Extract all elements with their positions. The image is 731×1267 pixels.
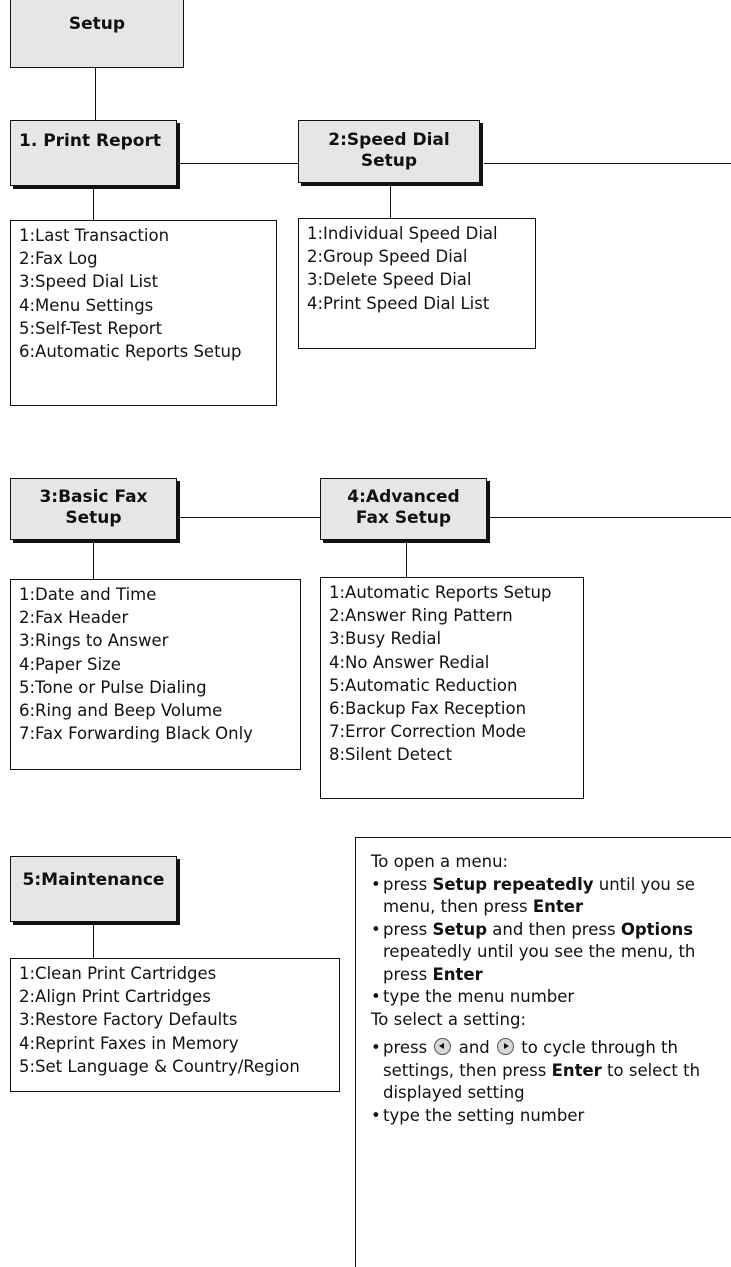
connector bbox=[390, 186, 391, 218]
text: and then press bbox=[487, 919, 621, 939]
menu-item: 2:Group Speed Dial bbox=[307, 247, 468, 267]
menu-header-basic-fax-setup: 3:Basic Fax Setup bbox=[10, 478, 177, 540]
connector bbox=[95, 68, 96, 120]
setup-box: Setup bbox=[10, 0, 184, 68]
instruction-continuation: displayed setting bbox=[383, 1083, 525, 1102]
instruction-bullet: •type the setting number bbox=[371, 1105, 731, 1128]
menu-title-line1: 2:Speed Dial bbox=[328, 130, 450, 150]
text: until you se bbox=[593, 874, 695, 894]
menu-header-advanced-fax-setup: 4:Advanced Fax Setup bbox=[320, 478, 487, 540]
menu-item: 6:Backup Fax Reception bbox=[329, 699, 527, 719]
instruction-continuation: settings, then press Enter to select th bbox=[371, 1060, 731, 1083]
menu-item: 4:Print Speed Dial List bbox=[307, 293, 490, 313]
connector bbox=[484, 163, 731, 164]
menu-item: 7:Fax Forwarding Black Only bbox=[19, 724, 253, 744]
menu-item: 4:No Answer Redial bbox=[329, 652, 490, 672]
connector bbox=[93, 543, 94, 579]
menu-item: 3:Rings to Answer bbox=[19, 631, 169, 651]
connector bbox=[490, 517, 731, 518]
menu-item: 1:Date and Time bbox=[19, 585, 157, 604]
menu-items-maintenance: 1:Clean Print Cartridges 2:Align Print C… bbox=[10, 958, 340, 1092]
connector bbox=[180, 163, 298, 164]
menu-header-maintenance: 5:Maintenance bbox=[10, 856, 177, 922]
menu-header-speed-dial-setup: 2:Speed Dial Setup bbox=[298, 120, 480, 183]
menu-title-line2: Fax Setup bbox=[355, 508, 452, 528]
bullet: • bbox=[371, 919, 381, 939]
text: press bbox=[383, 964, 433, 984]
text: and bbox=[453, 1038, 496, 1057]
text: menu, then press bbox=[383, 897, 533, 916]
menu-title-line2: Setup bbox=[65, 508, 122, 528]
instruction-bullet: •press Setup and then press Options bbox=[371, 919, 731, 942]
bold-text: Setup repeatedly bbox=[432, 874, 594, 894]
menu-item: 1:Clean Print Cartridges bbox=[19, 964, 217, 983]
menu-item: 4:Reprint Faxes in Memory bbox=[19, 1033, 239, 1053]
connector bbox=[180, 517, 320, 518]
bullet: • bbox=[371, 874, 381, 894]
bold-text: Options bbox=[620, 919, 694, 939]
select-setting-heading: To select a setting: bbox=[371, 1009, 527, 1029]
menu-item: 1:Individual Speed Dial bbox=[307, 224, 498, 243]
menu-item: 2:Answer Ring Pattern bbox=[329, 606, 513, 626]
menu-item: 5:Self-Test Report bbox=[19, 318, 163, 338]
menu-item: 6:Ring and Beep Volume bbox=[19, 701, 223, 721]
bold-text: Enter bbox=[532, 897, 584, 916]
instruction-bullet: •press and to cycle through th bbox=[371, 1037, 731, 1060]
text: to select th bbox=[601, 1060, 701, 1080]
bullet: • bbox=[371, 1038, 381, 1057]
text: settings, then press bbox=[383, 1060, 552, 1080]
menu-title: 1. Print Report bbox=[19, 131, 162, 151]
open-menu-heading: To open a menu: bbox=[371, 852, 509, 871]
bullet: • bbox=[371, 987, 381, 1006]
menu-item: 6:Automatic Reports Setup bbox=[19, 342, 242, 362]
menu-header-print-report: 1. Print Report bbox=[10, 120, 177, 186]
menu-item: 3:Speed Dial List bbox=[19, 272, 159, 292]
bold-text: Enter bbox=[432, 964, 483, 984]
text: press bbox=[383, 1038, 433, 1057]
text: type the menu number bbox=[383, 987, 575, 1006]
bold-text: Enter bbox=[551, 1060, 602, 1080]
menu-item: 3:Busy Redial bbox=[329, 629, 442, 649]
menu-items-speed-dial-setup: 1:Individual Speed Dial 2:Group Speed Di… bbox=[298, 218, 536, 349]
menu-item: 5:Set Language & Country/Region bbox=[19, 1056, 300, 1076]
connector bbox=[93, 189, 94, 220]
instruction-continuation: press Enter bbox=[371, 964, 731, 987]
menu-item: 1:Automatic Reports Setup bbox=[329, 583, 552, 602]
instructions-note: To open a menu: •press Setup repeatedly … bbox=[355, 837, 731, 1267]
instruction-bullet: •type the menu number bbox=[371, 986, 731, 1009]
text: type the setting number bbox=[383, 1105, 585, 1125]
menu-item: 5:Tone or Pulse Dialing bbox=[19, 677, 207, 697]
menu-items-advanced-fax-setup: 1:Automatic Reports Setup 2:Answer Ring … bbox=[320, 577, 584, 799]
bullet: • bbox=[371, 1105, 381, 1125]
menu-item: 2:Fax Log bbox=[19, 249, 98, 269]
menu-title-line1: 4:Advanced bbox=[347, 487, 460, 507]
instruction-continuation: repeatedly until you see the menu, th bbox=[383, 942, 696, 961]
menu-title: 5:Maintenance bbox=[22, 870, 165, 890]
menu-item: 1:Last Transaction bbox=[19, 226, 170, 245]
text: press bbox=[383, 874, 433, 894]
connector bbox=[93, 925, 94, 958]
menu-item: 4:Paper Size bbox=[19, 654, 121, 674]
menu-item: 4:Menu Settings bbox=[19, 295, 154, 315]
menu-item: 2:Fax Header bbox=[19, 608, 129, 628]
menu-item: 7:Error Correction Mode bbox=[329, 722, 527, 742]
menu-item: 8:Silent Detect bbox=[329, 745, 453, 765]
text: press bbox=[383, 919, 433, 939]
bold-text: Setup bbox=[432, 919, 488, 939]
menu-title-line1: 3:Basic Fax bbox=[39, 487, 148, 507]
menu-item: 5:Automatic Reduction bbox=[329, 675, 518, 695]
connector bbox=[406, 543, 407, 577]
instruction-continuation: menu, then press Enter bbox=[371, 896, 731, 919]
menu-items-print-report: 1:Last Transaction 2:Fax Log 3:Speed Dia… bbox=[10, 220, 277, 406]
right-arrow-button-icon bbox=[497, 1038, 515, 1055]
setup-label: Setup bbox=[68, 14, 126, 34]
left-arrow-button-icon bbox=[434, 1038, 452, 1055]
menu-title-line2: Setup bbox=[360, 151, 418, 171]
menu-item: 3:Delete Speed Dial bbox=[307, 270, 472, 290]
text: to cycle through th bbox=[516, 1038, 678, 1057]
instruction-bullet: •press Setup repeatedly until you se bbox=[371, 874, 731, 897]
menu-items-basic-fax-setup: 1:Date and Time 2:Fax Header 3:Rings to … bbox=[10, 579, 301, 770]
menu-item: 2:Align Print Cartridges bbox=[19, 987, 211, 1007]
menu-item: 3:Restore Factory Defaults bbox=[19, 1010, 238, 1030]
